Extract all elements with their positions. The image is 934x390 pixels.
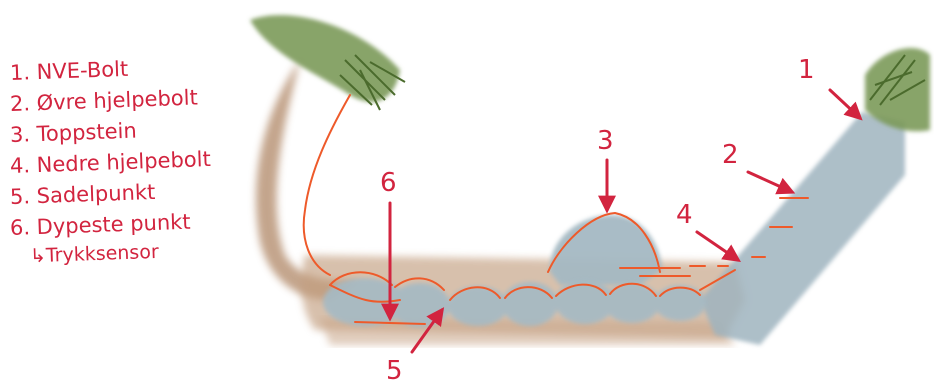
legend: 1. NVE-Bolt 2. Øvre hjelpebolt 3. Toppst… — [10, 58, 211, 270]
arrow-2 — [748, 172, 792, 192]
arrow-1 — [830, 90, 860, 118]
top-stone — [550, 215, 662, 285]
callout-label-5: 5 — [386, 356, 403, 386]
callout-label-3: 3 — [597, 126, 614, 156]
callout-label-4: 4 — [676, 200, 693, 230]
callout-label-6: 6 — [380, 168, 397, 198]
legend-sub-item: ↳Trykksensor — [10, 237, 212, 270]
left-vegetation — [250, 15, 400, 102]
arrow-4 — [697, 232, 738, 260]
callout-label-2: 2 — [722, 140, 739, 170]
callout-label-1: 1 — [798, 55, 815, 85]
